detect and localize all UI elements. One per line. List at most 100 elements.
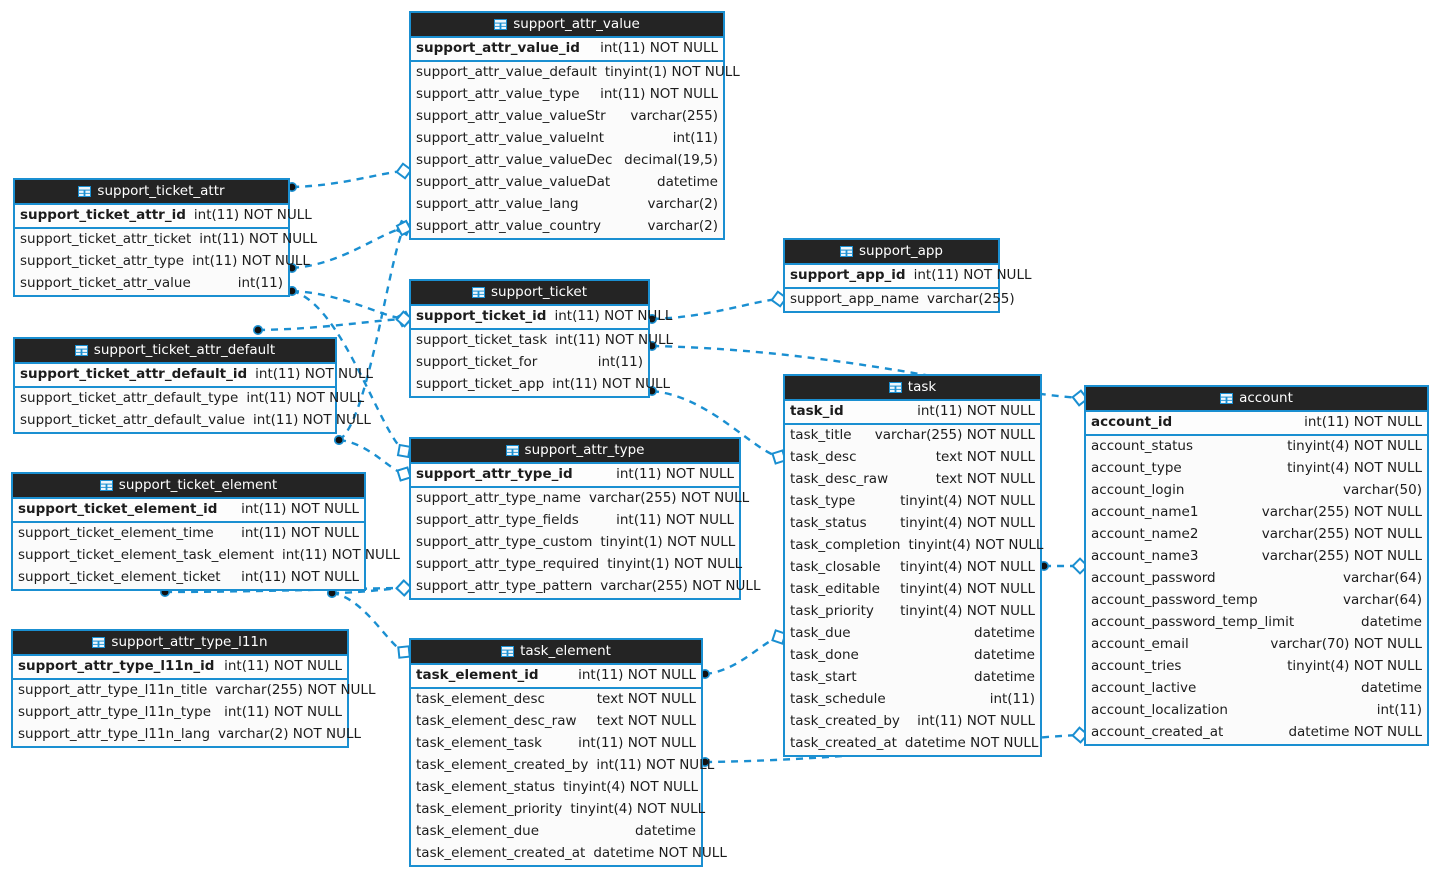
table-header[interactable]: task_element <box>411 640 701 663</box>
table-header[interactable]: support_ticket_attr <box>15 180 288 203</box>
relation-rel-4 <box>286 285 413 328</box>
relation-source-dot <box>333 434 344 445</box>
table-header[interactable]: support_app <box>785 240 998 263</box>
column-name: support_attr_type_name <box>416 490 581 507</box>
table-icon <box>74 345 88 356</box>
primary-key-row: support_attr_type_id int(11) NOT NULL <box>411 464 739 486</box>
table-support_app[interactable]: support_app support_app_id int(11) NOT NUL… <box>783 238 1031 313</box>
table-header[interactable]: support_attr_value <box>411 13 723 36</box>
table-icon <box>888 382 902 393</box>
column-type: tinyint(4) NOT NULL <box>900 559 1035 576</box>
column-name: support_ticket_attr_id <box>20 207 186 224</box>
table-name: support_attr_type <box>524 441 645 458</box>
table-name: support_app <box>859 242 943 259</box>
column-type: int(11) NOT NULL <box>554 308 673 325</box>
column-name: support_attr_value_type <box>416 86 580 103</box>
column-name: support_attr_type_pattern <box>416 578 593 595</box>
column-type: int(11) NOT NULL <box>616 512 734 529</box>
column-type: int(11) NOT NULL <box>616 466 734 483</box>
column-row: task_closable tinyint(4) NOT NULL <box>785 557 1040 579</box>
column-name: support_app_id <box>790 267 906 284</box>
column-type: int(11) NOT NULL <box>246 390 365 407</box>
table-header[interactable]: support_ticket_attr_default <box>15 339 335 362</box>
column-name: task_element_status <box>416 779 556 796</box>
column-type: int(11) <box>597 354 643 371</box>
column-name: task_desc <box>790 449 857 466</box>
column-type: int(11) NOT NULL <box>913 267 1032 284</box>
table-name: support_attr_value <box>513 15 640 32</box>
table-support_ticket_attr_default[interactable]: support_ticket_attr_default support_ticke… <box>13 337 373 434</box>
column-type: varchar(64) <box>1342 592 1422 609</box>
column-name: task_due <box>790 625 851 642</box>
column-type: int(11) NOT NULL <box>255 366 374 383</box>
table-header[interactable]: support_ticket_element <box>13 474 364 497</box>
table-header[interactable]: support_ticket <box>411 281 648 304</box>
column-type: int(11) NOT NULL <box>1304 414 1422 431</box>
column-type: int(11) NOT NULL <box>241 501 359 518</box>
column-type: tinyint(1) NOT NULL <box>600 534 736 551</box>
column-name: support_app_name <box>790 291 920 308</box>
column-type: varchar(64) <box>1342 570 1422 587</box>
column-type: varchar(255) NOT NULL <box>588 490 750 507</box>
column-type: int(11) NOT NULL <box>224 658 342 675</box>
column-type: tinyint(4) NOT NULL <box>900 493 1035 510</box>
table-header[interactable]: support_attr_type_l11n <box>13 631 347 654</box>
column-type: int(11) NOT NULL <box>224 704 342 721</box>
column-type: tinyint(4) NOT NULL <box>900 581 1035 598</box>
column-type: varchar(255) NOT NULL <box>600 578 761 595</box>
table-header[interactable]: account <box>1086 387 1427 410</box>
column-name: account_id <box>1091 414 1173 431</box>
column-name: support_ticket_app <box>416 376 545 393</box>
column-name: task_element_desc_raw <box>416 713 577 730</box>
table-header[interactable]: task <box>785 376 1040 399</box>
table-account[interactable]: account account_id int(11) NOT NULL account… <box>1084 385 1429 746</box>
column-type: datetime NOT NULL <box>1288 724 1422 741</box>
column-type: int(11) NOT NULL <box>917 713 1035 730</box>
column-name: support_attr_type_required <box>416 556 600 573</box>
table-support_ticket_element[interactable]: support_ticket_element support_ticket_ele… <box>11 472 400 591</box>
column-type: int(11) NOT NULL <box>578 667 696 684</box>
table-name: support_ticket_element <box>118 476 278 493</box>
column-name: support_ticket_attr_ticket <box>20 231 192 248</box>
column-name: support_attr_type_id <box>416 466 573 483</box>
column-name: task_closable <box>790 559 881 576</box>
column-name: task_created_at <box>790 735 897 752</box>
table-icon <box>505 445 519 456</box>
table-header[interactable]: support_attr_type <box>411 439 739 462</box>
column-name: support_attr_value_valueDat <box>416 174 611 191</box>
column-type: tinyint(4) NOT NULL <box>900 603 1035 620</box>
table-name: task_element <box>520 642 611 659</box>
column-type: varchar(255) NOT NULL <box>1261 526 1422 543</box>
